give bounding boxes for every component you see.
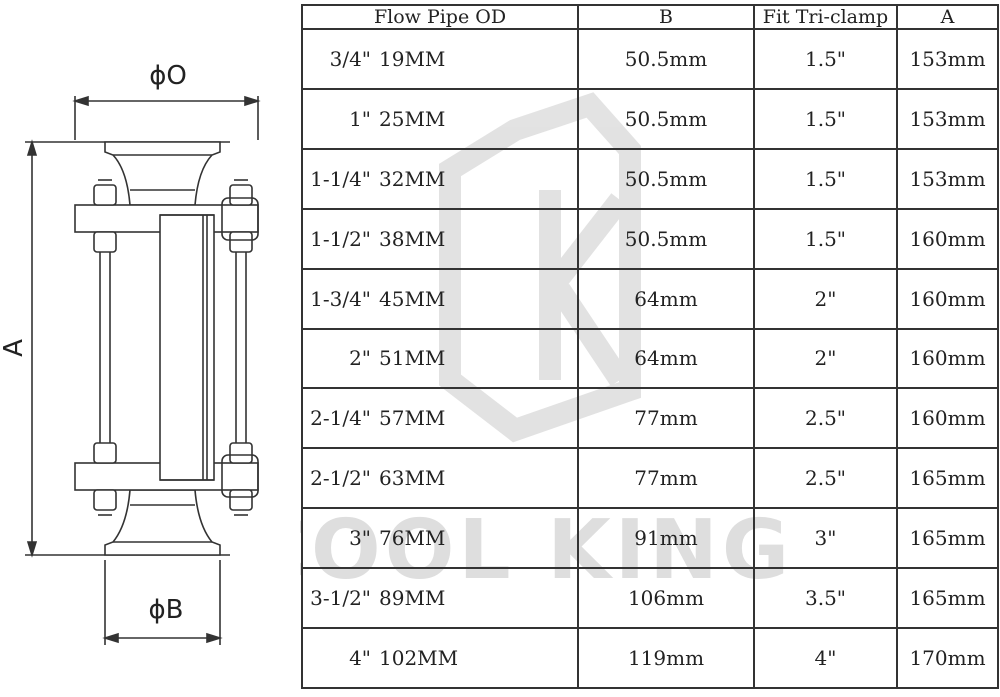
cell-a: 160mm [896, 327, 999, 390]
cell-flow-pipe-od: 2-1/2" 63MM [301, 447, 579, 510]
cell-b: 50.5mm [577, 87, 755, 150]
od-mm: 45MM [379, 286, 446, 311]
sight-glass-drawing: ϕO A ϕB [0, 61, 261, 645]
od-mm: 57MM [379, 406, 446, 431]
cell-fit-tri-clamp: 4" [753, 627, 898, 689]
cell-b: 91mm [577, 507, 755, 570]
od-mm: 38MM [379, 226, 446, 251]
cell-b: 119mm [577, 627, 755, 689]
cell-a: 153mm [896, 147, 999, 210]
cell-flow-pipe-od: 3/4" 19MM [301, 28, 579, 90]
cell-a: 165mm [896, 447, 999, 510]
cell-a: 153mm [896, 28, 999, 90]
od-mm: 76MM [379, 526, 446, 551]
cell-flow-pipe-od: 2" 51MM [301, 327, 579, 390]
cell-a: 170mm [896, 627, 999, 689]
header-b: B [577, 4, 755, 30]
cell-a: 165mm [896, 507, 999, 570]
od-inch: 1-1/4" [310, 166, 371, 191]
od-inch: 3" [349, 526, 371, 551]
od-mm: 51MM [379, 346, 446, 371]
cell-flow-pipe-od: 1-3/4" 45MM [301, 267, 579, 330]
header-flow-pipe-od: Flow Pipe OD [301, 4, 579, 30]
cell-a: 160mm [896, 267, 999, 330]
cell-b: 106mm [577, 567, 755, 630]
cell-flow-pipe-od: 1-1/2" 38MM [301, 207, 579, 270]
od-mm: 102MM [379, 646, 459, 671]
cell-fit-tri-clamp: 2" [753, 327, 898, 390]
od-inch: 1" [349, 106, 371, 131]
od-mm: 63MM [379, 466, 446, 491]
cell-fit-tri-clamp: 2.5" [753, 447, 898, 510]
od-inch: 2-1/2" [310, 466, 371, 491]
od-inch: 2-1/4" [310, 406, 371, 431]
cell-fit-tri-clamp: 1.5" [753, 207, 898, 270]
cell-b: 50.5mm [577, 28, 755, 90]
a-dimension-label: A [0, 339, 29, 357]
od-inch: 4" [349, 646, 371, 671]
cell-b: 64mm [577, 327, 755, 390]
cell-a: 160mm [896, 207, 999, 270]
specification-table: Flow Pipe OD B Fit Tri-clamp A 3/4" 19MM 5… [301, 4, 999, 689]
cell-a: 153mm [896, 87, 999, 150]
table-header-row: Flow Pipe OD B Fit Tri-clamp A [301, 4, 999, 30]
b-dimension-label: ϕB [149, 595, 184, 625]
cell-fit-tri-clamp: 2" [753, 267, 898, 330]
cell-flow-pipe-od: 2-1/4" 57MM [301, 387, 579, 450]
cell-b: 64mm [577, 267, 755, 330]
od-mm: 89MM [379, 586, 446, 611]
od-inch: 3-1/2" [310, 586, 371, 611]
header-a: A [896, 4, 999, 30]
od-inch: 1-1/2" [310, 226, 371, 251]
cell-fit-tri-clamp: 1.5" [753, 87, 898, 150]
cell-a: 165mm [896, 567, 999, 630]
cell-flow-pipe-od: 3" 76MM [301, 507, 579, 570]
cell-b: 50.5mm [577, 147, 755, 210]
cell-flow-pipe-od: 4" 102MM [301, 627, 579, 689]
header-fit-tri-clamp: Fit Tri-clamp [753, 4, 898, 30]
cell-fit-tri-clamp: 1.5" [753, 28, 898, 90]
od-mm: 25MM [379, 106, 446, 131]
cell-fit-tri-clamp: 1.5" [753, 147, 898, 210]
cell-fit-tri-clamp: 3.5" [753, 567, 898, 630]
od-inch: 2" [349, 346, 371, 371]
od-inch: 1-3/4" [310, 286, 371, 311]
cell-b: 77mm [577, 447, 755, 510]
od-inch: 3/4" [329, 46, 371, 71]
od-mm: 32MM [379, 166, 446, 191]
cell-fit-tri-clamp: 3" [753, 507, 898, 570]
od-mm: 19MM [379, 46, 446, 71]
cell-fit-tri-clamp: 2.5" [753, 387, 898, 450]
cell-flow-pipe-od: 3-1/2" 89MM [301, 567, 579, 630]
cell-a: 160mm [896, 387, 999, 450]
cell-b: 77mm [577, 387, 755, 450]
cell-flow-pipe-od: 1-1/4" 32MM [301, 147, 579, 210]
cell-flow-pipe-od: 1" 25MM [301, 87, 579, 150]
cell-b: 50.5mm [577, 207, 755, 270]
od-dimension-label: ϕO [149, 61, 187, 91]
